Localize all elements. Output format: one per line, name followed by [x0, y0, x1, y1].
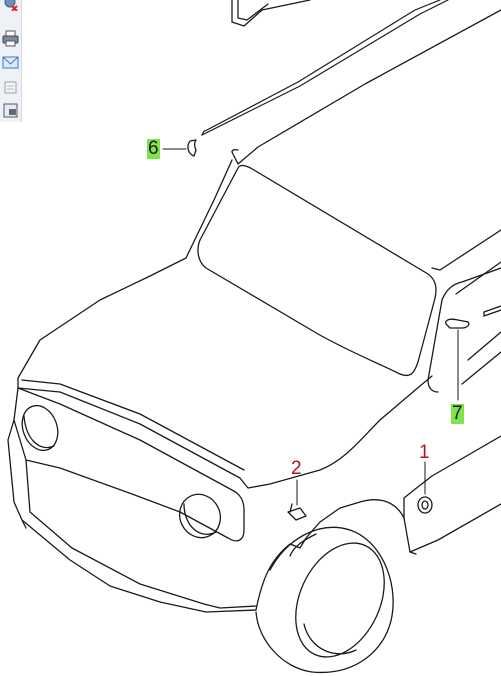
email-icon[interactable] [2, 54, 19, 71]
print-icon[interactable] [2, 30, 19, 47]
front-bumper [7, 419, 257, 613]
wheel-arch [255, 499, 417, 611]
picture-in-picture-icon[interactable] [2, 102, 19, 119]
part-1-plug [417, 496, 433, 514]
callout-7[interactable]: 7 [451, 403, 464, 424]
roof-outline [231, 9, 501, 165]
part-6-end-cap [187, 139, 197, 157]
callout-2[interactable]: 2 [291, 458, 302, 479]
windshield [197, 164, 437, 377]
page-icon[interactable] [2, 79, 19, 96]
left-headlight [21, 404, 59, 452]
upper-part-outline [231, 0, 311, 27]
callout-1[interactable]: 1 [419, 442, 430, 463]
callout-6[interactable]: 6 [147, 138, 160, 159]
hood [17, 375, 433, 489]
front-wheel-rim [295, 542, 385, 658]
roof-molding-strip [204, 0, 441, 132]
part-2-clip [287, 507, 307, 521]
zoom-reset-icon[interactable] [2, 0, 19, 11]
side-window [455, 261, 501, 295]
right-headlight [178, 493, 222, 539]
front-tire [255, 526, 394, 674]
side-toolbar [0, 0, 22, 122]
part-7-pillar-clip [444, 318, 470, 329]
